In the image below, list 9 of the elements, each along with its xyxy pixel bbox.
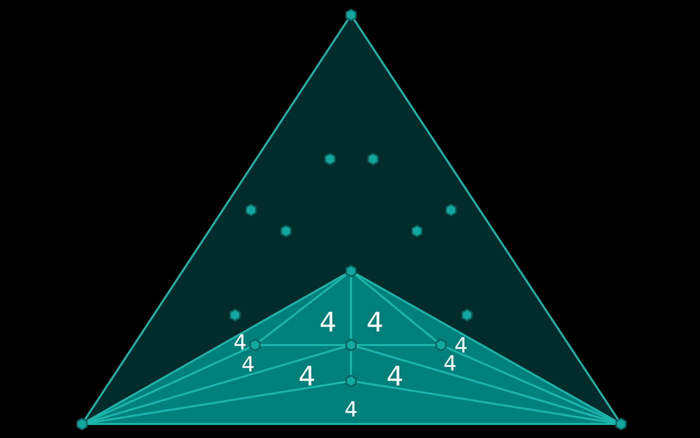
region-number: 4 xyxy=(366,310,384,336)
region-number: 4 xyxy=(386,364,404,390)
region-number: 4 xyxy=(443,354,457,374)
region-number: 4 xyxy=(344,400,358,420)
region-number: 4 xyxy=(241,354,255,376)
region-number: 4 xyxy=(454,336,468,356)
region-number: 4 xyxy=(298,364,316,390)
region-number: 4 xyxy=(319,310,337,336)
region-number: 4 xyxy=(233,332,247,354)
